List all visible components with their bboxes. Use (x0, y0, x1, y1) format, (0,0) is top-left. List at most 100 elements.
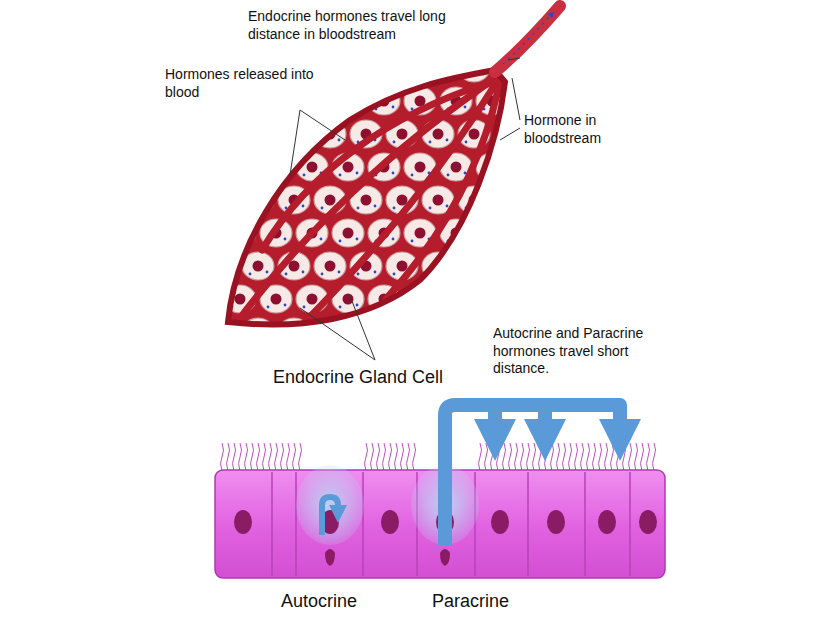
autocrine-glow (296, 465, 364, 545)
cell-border (271, 472, 273, 576)
microvillus (287, 443, 290, 471)
cell-border (629, 472, 631, 576)
gland-cell (224, 153, 256, 181)
cell-nucleus (598, 510, 616, 534)
microvillus (503, 443, 506, 471)
microvillus (389, 443, 392, 471)
cell-border (295, 472, 297, 576)
gland-cell (260, 87, 292, 115)
gland-cell (224, 87, 256, 115)
microvillus (413, 443, 416, 471)
microvillus (641, 443, 644, 471)
microvillus (599, 443, 602, 471)
microvillus (545, 443, 548, 471)
caption-label: Paracrine (432, 590, 532, 613)
microvillus (395, 443, 398, 471)
gland-cell (206, 252, 238, 280)
gland-cell (512, 285, 544, 313)
microvillus (569, 443, 572, 471)
gland-rim (228, 70, 505, 325)
callout-label: Hormone in bloodstream (524, 112, 624, 147)
microvillus (479, 443, 482, 471)
microvillus (239, 443, 242, 471)
caption-label: Autocrine (281, 590, 381, 613)
callout-label: Hormones released into blood (165, 66, 335, 101)
hormone-flow (503, 14, 552, 64)
gland-cell (494, 252, 526, 280)
gland-cell (206, 186, 238, 214)
gland-cell (314, 54, 346, 82)
gland-cell (242, 120, 274, 148)
microvillus (377, 443, 380, 471)
microvillus (605, 443, 608, 471)
microvillus (617, 443, 620, 471)
gland-cell (332, 219, 364, 247)
cell-nucleus (381, 510, 399, 534)
microvillus (551, 443, 554, 471)
gland-cell (386, 318, 418, 346)
microvillus (299, 443, 302, 471)
microvillus (527, 443, 530, 471)
microvillus (251, 443, 254, 471)
blood-vessel (495, 6, 560, 72)
cell-nucleus (234, 510, 252, 534)
microvillus (653, 443, 656, 471)
microvillus (401, 443, 404, 471)
cell-nucleus (639, 510, 657, 534)
microvillus (491, 443, 494, 471)
cell-nucleus (547, 510, 565, 534)
gland-cell (422, 318, 454, 346)
microvillus (365, 443, 368, 471)
microvillus (275, 443, 278, 471)
microvillus (647, 443, 650, 471)
gland-cell (314, 252, 346, 280)
microvillus (497, 443, 500, 471)
gland-cells (206, 54, 544, 346)
microvillus (407, 443, 410, 471)
microvillus (533, 443, 536, 471)
paracrine-arrow (445, 405, 620, 545)
gland-cell (350, 54, 382, 82)
microvillus (293, 443, 296, 471)
gland-cell (476, 219, 508, 247)
microvillus (245, 443, 248, 471)
microvillus (611, 443, 614, 471)
gland-cell (350, 318, 382, 346)
leader-lines (290, 58, 520, 360)
microvillus (233, 443, 236, 471)
gland-septa (240, 76, 498, 322)
microvillus (593, 443, 596, 471)
gland-cell (206, 120, 238, 148)
heading-note: Endocrine hormones travel long distance … (248, 8, 493, 43)
cell-nucleus (491, 510, 509, 534)
gland-cell (458, 252, 490, 280)
microvillus (581, 443, 584, 471)
microvillus (635, 443, 638, 471)
gland-cell (494, 186, 526, 214)
microvillus (263, 443, 266, 471)
microvillus (371, 443, 374, 471)
gland-cell (332, 87, 364, 115)
microvillus (221, 443, 224, 471)
gland-outline (228, 70, 505, 325)
microvillus (269, 443, 272, 471)
cell-border (584, 472, 586, 576)
gland-cell (440, 285, 472, 313)
microvillus (485, 443, 488, 471)
autocrine-arrow (322, 497, 338, 535)
microvillus (281, 443, 284, 471)
microvillus (629, 443, 632, 471)
microvillus (557, 443, 560, 471)
microvillus (257, 443, 260, 471)
gland-cell (476, 285, 508, 313)
heading-note: Autocrine and Paracrine hormones travel … (493, 325, 663, 378)
gland-cell (512, 219, 544, 247)
microvillus (383, 443, 386, 471)
microvillus (575, 443, 578, 471)
microvillus (509, 443, 512, 471)
cell-border (362, 472, 364, 576)
gland-cell (386, 54, 418, 82)
microvillus (521, 443, 524, 471)
